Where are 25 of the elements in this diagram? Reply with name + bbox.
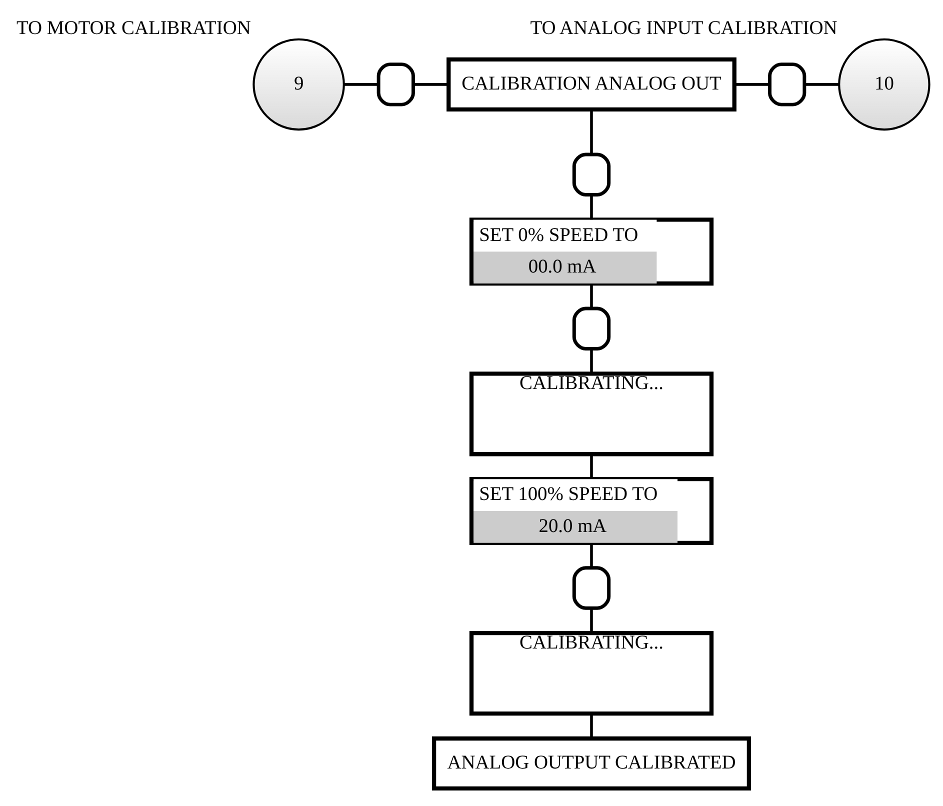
node-box: [572, 306, 611, 350]
connector: [590, 348, 593, 374]
node-box: [376, 62, 415, 106]
connector: [590, 109, 593, 154]
connector: [344, 82, 378, 86]
connector: [590, 713, 593, 738]
connector: [590, 608, 593, 633]
connector: [590, 542, 593, 568]
connector: [590, 283, 593, 308]
node-box: CALIBRATION ANALOG OUT: [446, 56, 736, 111]
node-box: [768, 62, 806, 106]
node-label: TO ANALOG INPUT CALIBRATION: [530, 18, 838, 39]
connector: [804, 82, 839, 86]
node-label: TO MOTOR CALIBRATION: [16, 18, 251, 39]
connector: [413, 82, 449, 86]
node-box: CALIBRATING...: [469, 630, 714, 716]
node-box: CALIBRATING...: [469, 371, 714, 456]
node-box: [572, 566, 611, 610]
node-circle: 9: [252, 38, 345, 130]
node-box: [572, 152, 611, 196]
connector: [590, 454, 593, 478]
node-circle: 10: [838, 38, 930, 130]
connector: [734, 82, 770, 86]
node-box: ANALOG OUTPUT CALIBRATED: [432, 736, 752, 790]
connector: [590, 194, 593, 220]
